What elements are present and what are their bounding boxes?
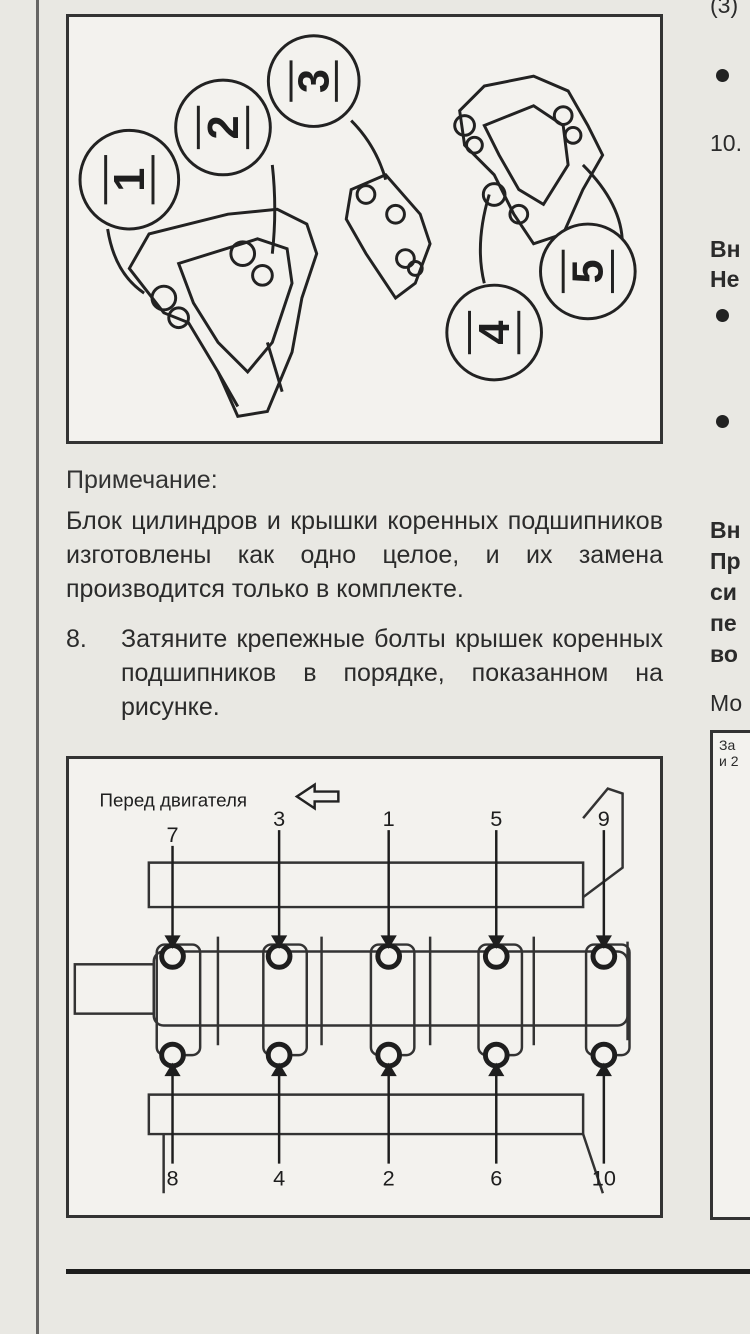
right-text-line: во: [710, 641, 738, 667]
callout-1: 1: [106, 168, 154, 192]
bolt-order-top-3: 1: [383, 806, 395, 831]
page-margin-rule: [36, 0, 39, 1334]
step-number: 8.: [66, 625, 87, 653]
note-body: Блок цилиндров и крышки коренных подшипн…: [66, 507, 663, 603]
right-text-line: Мо: [710, 690, 743, 716]
right-text-line: Вн: [710, 236, 741, 262]
right-text-line: Не: [710, 266, 740, 292]
right-figure-text: и 2: [719, 753, 739, 769]
front-arrow-icon: [294, 782, 340, 811]
right-column: (3) 10. Вн Не Вн Пр си пе во Мо За и 2: [706, 0, 750, 1334]
bottom-rule: [66, 1269, 750, 1274]
right-cut-text: (3): [710, 0, 739, 18]
bolt-order-top-5: 9: [598, 806, 610, 831]
right-bullet: [716, 415, 729, 428]
right-text-line: Вн: [710, 517, 741, 543]
callout-5: 5: [565, 259, 613, 283]
right-bullet: [716, 309, 729, 322]
bolt-order-bottom-5: 10: [592, 1165, 616, 1190]
figure-tightening-order: Перед двигателя: [66, 756, 663, 1218]
right-text-line: 10.: [710, 130, 742, 156]
bearing-caps-illustration: 1 2 3 4 5: [78, 34, 637, 418]
right-text-line: Пр: [710, 548, 741, 574]
bolt-order-bottom-4: 6: [490, 1165, 502, 1190]
callout-4: 4: [471, 320, 519, 344]
right-bullet: [716, 69, 729, 82]
bolt-order-top-4: 5: [490, 806, 502, 831]
right-text-line: пе: [710, 610, 737, 636]
bolt-order-bottom-3: 2: [383, 1165, 395, 1190]
right-text-line: си: [710, 579, 737, 605]
figure-bearing-caps: 1 2 3 4 5: [66, 14, 663, 444]
note-title: Примечание:: [66, 466, 218, 494]
step-item: 8. Затяните крепежные болты крышек корен…: [66, 622, 663, 724]
step-text: Затяните крепежные болты крышек коренных…: [121, 625, 663, 721]
bolt-order-bottom-2: 4: [273, 1165, 285, 1190]
bolt-order-bottom-1: 8: [166, 1165, 178, 1190]
callout-2: 2: [200, 115, 248, 139]
tightening-order-illustration: Перед двигателя: [73, 782, 631, 1194]
callout-3: 3: [291, 69, 339, 93]
front-of-engine-label: Перед двигателя: [99, 789, 247, 810]
bolt-order-top-2: 3: [273, 806, 285, 831]
right-figure-text: За: [719, 737, 736, 753]
bolt-order-top-1: 7: [166, 822, 178, 847]
right-figure-box: За и 2: [710, 730, 750, 1220]
